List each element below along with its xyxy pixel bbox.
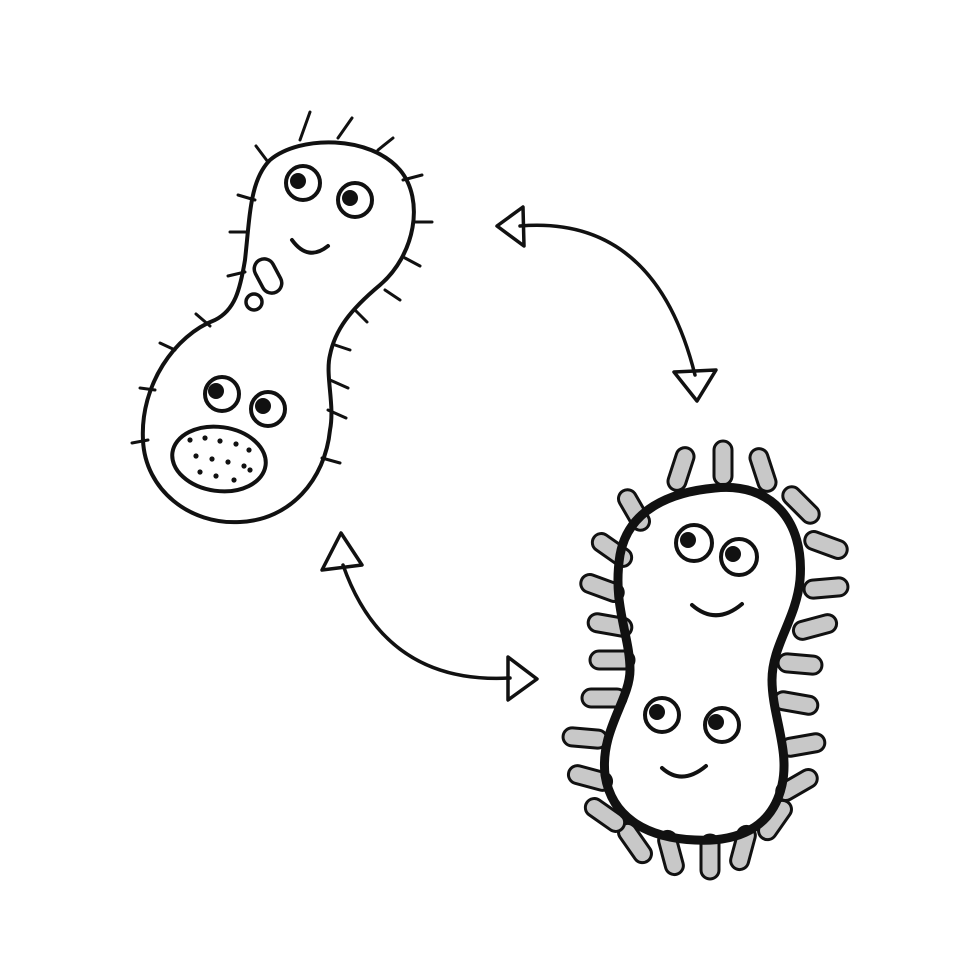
organelle-vacuole	[244, 292, 264, 312]
nucleus-dot	[187, 437, 193, 443]
organelle-capsule	[252, 257, 284, 295]
nucleus-dot	[246, 447, 252, 453]
cilium	[588, 649, 636, 671]
cilium	[130, 438, 150, 445]
cilium	[383, 288, 402, 302]
bacterium-left	[130, 110, 434, 525]
arrowhead	[672, 368, 718, 403]
arrowhead	[320, 531, 364, 572]
arrow-top-right	[495, 205, 718, 403]
cilium	[328, 378, 350, 390]
cilium	[748, 447, 778, 493]
cilium	[803, 530, 849, 560]
eye	[719, 537, 759, 577]
nucleus-dot	[247, 467, 253, 473]
eye	[203, 375, 241, 413]
cilium	[666, 446, 696, 492]
nucleus-dot	[233, 441, 239, 447]
arrowhead	[506, 655, 539, 702]
nucleus-dot	[217, 438, 223, 444]
nucleus-dot	[213, 473, 219, 479]
eye	[284, 164, 322, 202]
cilium	[583, 797, 627, 833]
bacterium-right-body	[599, 482, 805, 845]
nucleus-dot	[225, 459, 231, 465]
arrow-bottom-curve	[341, 563, 512, 681]
cilium	[403, 256, 422, 268]
pupil	[342, 190, 358, 206]
nucleus-dot	[193, 453, 199, 459]
eye	[643, 696, 681, 734]
nucleus-dot	[202, 435, 208, 441]
bacterium-left-nucleus	[170, 424, 268, 494]
bacterium-right-face-top	[674, 523, 759, 618]
eye	[674, 523, 714, 563]
bacterium-right-cilia	[561, 439, 850, 881]
pupil	[290, 173, 306, 189]
cilium	[333, 343, 352, 352]
nucleus-dot	[231, 477, 237, 483]
mouth	[690, 602, 744, 618]
pupil	[725, 546, 741, 562]
cilium	[699, 833, 721, 881]
pupil	[649, 704, 665, 720]
cilium	[712, 439, 734, 487]
eye	[703, 706, 741, 744]
nucleus-dot	[209, 456, 215, 462]
arrow-bottom-left	[320, 531, 539, 702]
eye	[336, 181, 374, 219]
nucleus-dot	[241, 463, 247, 469]
cilium	[791, 613, 839, 641]
nucleus-dot	[197, 469, 203, 475]
bacterium-right-face-bottom	[643, 696, 741, 779]
bacterium-left-face-bottom	[203, 375, 287, 428]
mouth	[290, 238, 330, 255]
cilium	[353, 308, 369, 324]
cilium	[254, 144, 270, 164]
cilium	[336, 116, 354, 140]
bacterium-left-body	[140, 140, 416, 525]
pupil	[255, 398, 271, 414]
cilium	[802, 576, 850, 600]
eye	[249, 390, 287, 428]
pupil	[708, 714, 724, 730]
arrowhead	[495, 205, 526, 248]
cilium	[376, 136, 395, 152]
cilium	[776, 652, 824, 676]
cilium	[561, 726, 609, 750]
bacterium-right	[561, 439, 850, 881]
cilium	[781, 485, 821, 525]
nucleus-dots	[187, 435, 253, 483]
arrow-top-curve	[518, 223, 697, 377]
mouth	[660, 764, 708, 779]
bacterium-left-face-top	[284, 164, 374, 255]
pupil	[680, 532, 696, 548]
cilium	[298, 110, 312, 142]
pupil	[208, 383, 224, 399]
